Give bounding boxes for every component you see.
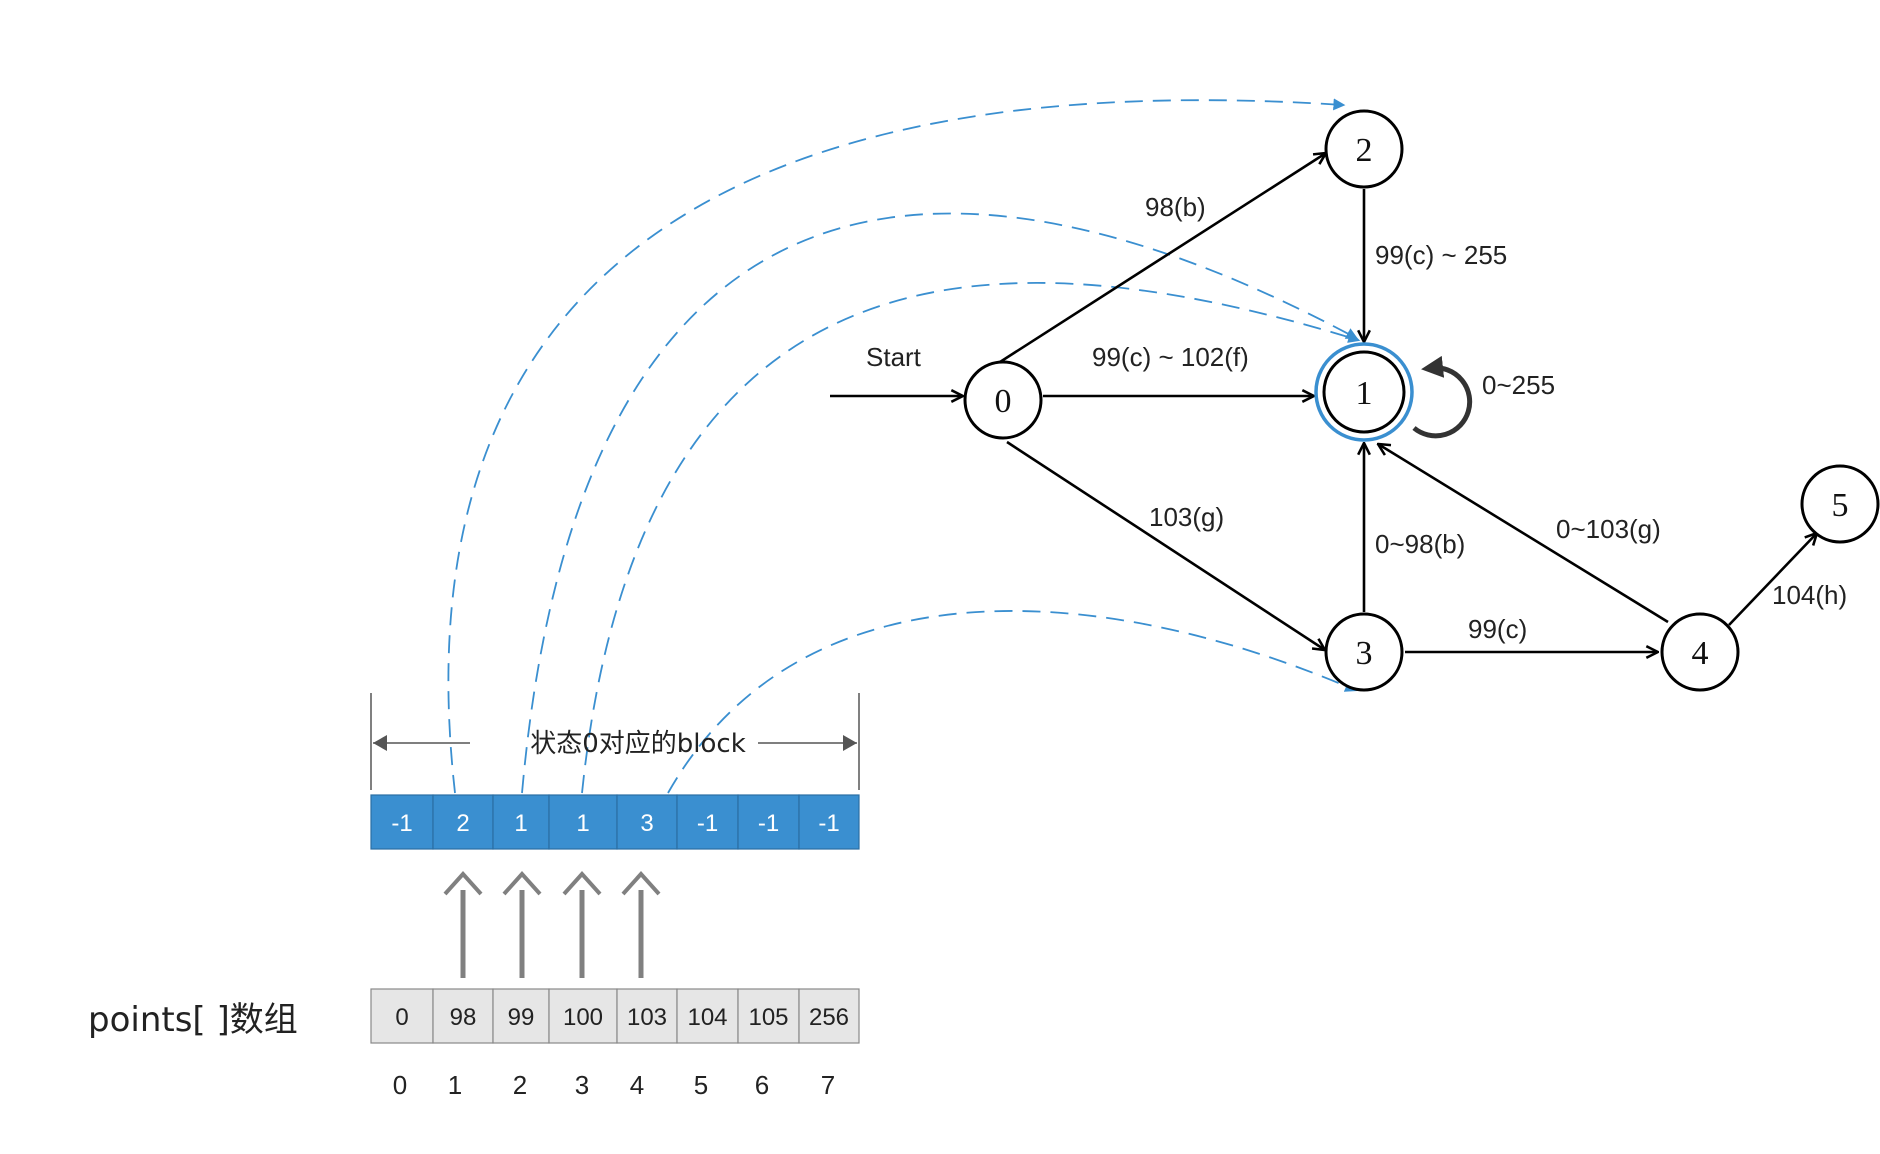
up-arrow <box>502 871 542 978</box>
state-0: 0 <box>963 360 1043 440</box>
svg-text:1: 1 <box>576 810 589 837</box>
points-cell: 105 <box>737 988 800 1044</box>
svg-text:100: 100 <box>563 1004 603 1031</box>
edge-label-0-1: 99(c) ~ 102(f) <box>1092 342 1249 372</box>
edge-4-1 <box>1378 444 1669 624</box>
block-cell: -1 <box>676 794 739 850</box>
state-4: 4 <box>1660 612 1740 692</box>
points-cell: 104 <box>676 988 739 1044</box>
svg-text:98: 98 <box>450 1004 477 1031</box>
dashed-arc-cell2-to-state1 <box>521 212 1359 794</box>
points-row: 0 98 99 100 103 104 105 256 <box>370 988 860 1044</box>
index-label: 4 <box>630 1070 644 1100</box>
block-cell: -1 <box>798 794 860 850</box>
up-arrow <box>562 871 602 978</box>
edge-label-1-1: 0~255 <box>1482 370 1555 400</box>
svg-text:1: 1 <box>1356 375 1373 412</box>
edge-4-5 <box>1728 533 1817 626</box>
svg-text:103: 103 <box>627 1004 667 1031</box>
points-cell: 98 <box>432 988 494 1044</box>
state-3: 3 <box>1324 612 1404 692</box>
dashed-arc-cell3-to-state1 <box>581 282 1361 794</box>
block-cell: 1 <box>492 794 550 850</box>
edge-label-3-4: 99(c) <box>1468 614 1527 644</box>
edge-label-0-3: 103(g) <box>1149 502 1224 532</box>
up-arrows <box>443 871 661 978</box>
points-cell: 100 <box>548 988 618 1044</box>
state-1: 1 <box>1314 342 1414 442</box>
edge-0-2 <box>999 153 1326 364</box>
svg-text:-1: -1 <box>697 810 718 837</box>
start-label: Start <box>866 342 922 372</box>
svg-text:4: 4 <box>1692 635 1709 672</box>
points-cell: 0 <box>370 988 434 1044</box>
block-cell: -1 <box>370 794 434 850</box>
points-cell: 99 <box>492 988 550 1044</box>
svg-text:-1: -1 <box>758 810 779 837</box>
edge-0-3 <box>1006 440 1325 650</box>
self-loop-1 <box>1412 355 1473 439</box>
svg-text:104: 104 <box>687 1004 727 1031</box>
svg-text:256: 256 <box>809 1004 849 1031</box>
index-label: 0 <box>393 1070 407 1100</box>
svg-text:0: 0 <box>395 1004 408 1031</box>
dashed-arc-cell1-to-state2 <box>447 98 1346 794</box>
svg-text:3: 3 <box>1356 635 1373 672</box>
index-label: 2 <box>513 1070 527 1100</box>
edge-label-4-5: 104(h) <box>1772 580 1847 610</box>
index-label: 5 <box>694 1070 708 1100</box>
svg-text:0: 0 <box>995 383 1012 420</box>
edge-label-3-1: 0~98(b) <box>1375 529 1465 559</box>
block-row: -1 2 1 1 3 -1 -1 -1 <box>370 794 860 850</box>
up-arrow <box>443 871 483 978</box>
edge-label-0-2: 98(b) <box>1145 192 1206 222</box>
points-label: points[ ]数组 <box>88 1000 298 1040</box>
svg-text:3: 3 <box>640 810 653 837</box>
block-bracket <box>370 693 860 790</box>
svg-text:1: 1 <box>514 810 527 837</box>
svg-text:105: 105 <box>748 1004 788 1031</box>
index-label: 1 <box>448 1070 462 1100</box>
block-cell: 3 <box>616 794 678 850</box>
index-label: 6 <box>755 1070 769 1100</box>
state-5: 5 <box>1800 464 1880 544</box>
block-label: 状态0对应的block <box>530 729 746 759</box>
svg-text:2: 2 <box>456 810 469 837</box>
points-cell: 256 <box>798 988 860 1044</box>
edge-label-4-1: 0~103(g) <box>1556 514 1661 544</box>
state-2: 2 <box>1324 109 1404 189</box>
up-arrow <box>621 871 661 978</box>
block-cell: 2 <box>432 794 494 850</box>
block-cell: -1 <box>737 794 800 850</box>
svg-text:5: 5 <box>1832 487 1849 524</box>
index-label: 7 <box>821 1070 835 1100</box>
index-label: 3 <box>575 1070 589 1100</box>
svg-text:-1: -1 <box>818 810 839 837</box>
edge-label-2-1: 99(c) ~ 255 <box>1375 240 1507 270</box>
points-cell: 103 <box>616 988 678 1044</box>
dashed-arc-cell4-to-state3 <box>667 610 1358 794</box>
svg-text:99: 99 <box>508 1004 535 1031</box>
index-row: 0 1 2 3 4 5 6 7 <box>393 1070 835 1100</box>
svg-text:2: 2 <box>1356 132 1373 169</box>
block-cell: 1 <box>548 794 618 850</box>
svg-text:-1: -1 <box>391 810 412 837</box>
